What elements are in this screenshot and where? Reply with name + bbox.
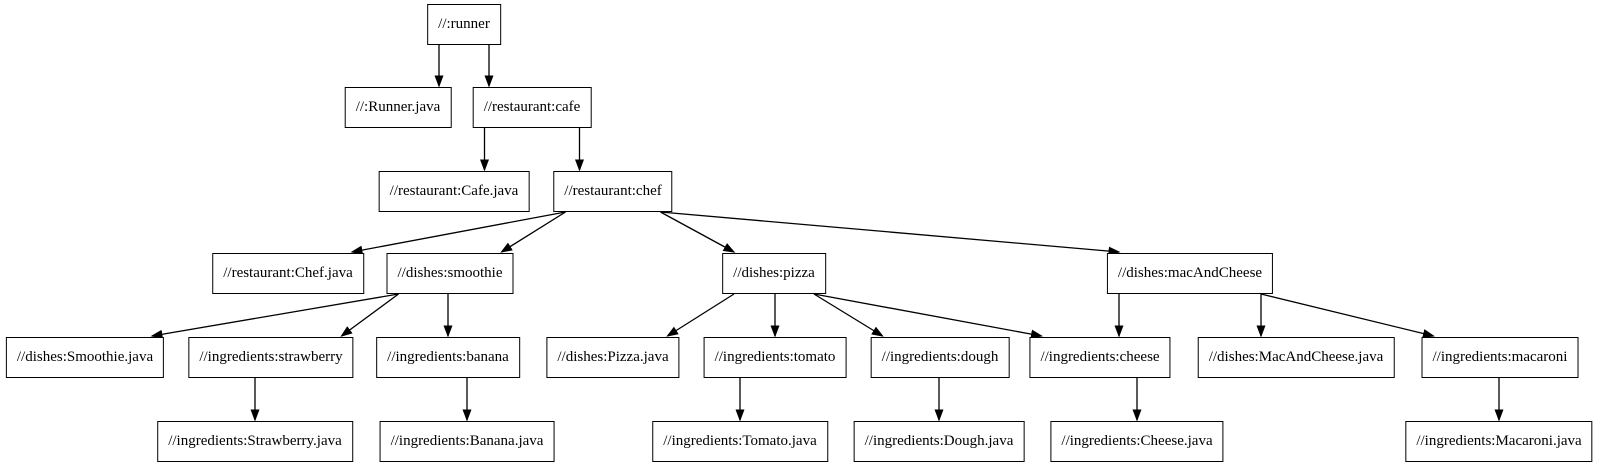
graph-node-smoothie_java: //dishes:Smoothie.java — [5, 337, 165, 378]
graph-node-cafe_java: //restaurant:Cafe.java — [378, 171, 530, 212]
edge-smoothie-to-smoothie_java — [150, 293, 399, 339]
graph-node-dough: //ingredients:dough — [870, 337, 1010, 378]
edge-chef-to-smoothie — [500, 211, 566, 253]
graph-node-macaroni: //ingredients:macaroni — [1421, 337, 1579, 378]
graph-node-pizza: //dishes:pizza — [722, 253, 826, 294]
edge-chef-to-chef_java — [350, 211, 566, 255]
graph-node-macandcheese: //dishes:macAndCheese — [1106, 253, 1274, 294]
graph-node-banana: //ingredients:banana — [376, 337, 520, 378]
graph-node-tomato: //ingredients:tomato — [703, 337, 847, 378]
graph-node-cafe: //restaurant:cafe — [472, 87, 592, 128]
edge-pizza-to-pizza_java — [666, 293, 735, 337]
edge-pizza-to-cheese — [813, 293, 1043, 339]
graph-node-chef_java: //restaurant:Chef.java — [212, 253, 364, 294]
graph-node-strawberry: //ingredients:strawberry — [188, 337, 354, 378]
graph-node-runner: //:runner — [427, 4, 501, 45]
edge-chef-to-macandcheese — [660, 211, 1121, 256]
edges-group — [150, 45, 1504, 422]
edge-macandcheese-to-macaroni — [1260, 293, 1435, 338]
graph-node-dough_java: //ingredients:Dough.java — [853, 421, 1025, 462]
graph-node-smoothie: //dishes:smoothie — [386, 253, 514, 294]
edge-chef-to-pizza — [660, 211, 736, 253]
graph-node-strawberry_java: //ingredients:Strawberry.java — [157, 421, 353, 462]
graph-node-runner_java: //:Runner.java — [344, 87, 452, 128]
graph-node-banana_java: //ingredients:Banana.java — [379, 421, 555, 462]
graph-node-macaroni_java: //ingredients:Macaroni.java — [1405, 421, 1593, 462]
graph-node-macandcheese_java: //dishes:MacAndCheese.java — [1197, 337, 1395, 378]
edge-pizza-to-dough — [813, 293, 884, 337]
graph-node-cheese: //ingredients:cheese — [1029, 337, 1171, 378]
graph-node-tomato_java: //ingredients:Tomato.java — [652, 421, 828, 462]
graph-node-chef: //restaurant:chef — [553, 171, 673, 212]
graph-node-cheese_java: //ingredients:Cheese.java — [1050, 421, 1224, 462]
edge-smoothie-to-strawberry — [340, 293, 399, 337]
graph-node-pizza_java: //dishes:Pizza.java — [546, 337, 680, 378]
